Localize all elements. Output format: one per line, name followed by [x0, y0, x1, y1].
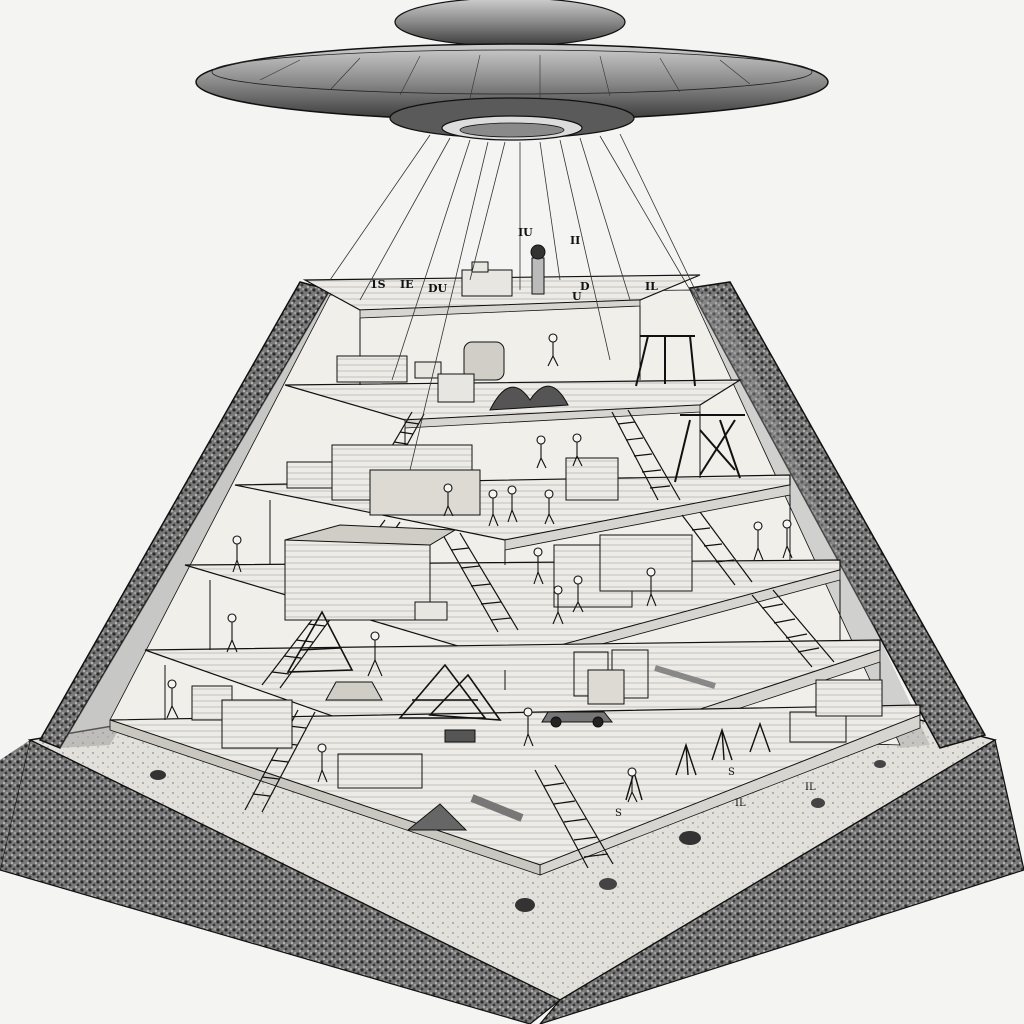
- label-s-2: S: [728, 767, 735, 778]
- log: [470, 794, 524, 822]
- pipe: [654, 665, 716, 689]
- ladder: [681, 511, 753, 586]
- stepped-base: [325, 681, 383, 701]
- worker-figure: [166, 679, 179, 719]
- workshop-building: [284, 539, 431, 621]
- label-il-top: IL: [645, 280, 658, 293]
- rock: [599, 878, 617, 890]
- scrap-pile: [489, 385, 569, 411]
- worker-figure: [226, 613, 238, 653]
- structures: [191, 244, 883, 831]
- rock: [150, 770, 166, 780]
- shelf: [599, 534, 693, 592]
- crate: [587, 669, 625, 705]
- ladder: [534, 764, 614, 869]
- label-ii: II: [570, 234, 580, 247]
- worker-figure: [507, 485, 518, 523]
- worker-figure: [443, 483, 454, 517]
- label-1s: 1S: [370, 278, 386, 291]
- scaffold: [674, 414, 745, 483]
- label-ie: IE: [400, 278, 414, 291]
- machine: [461, 269, 513, 297]
- ladder: [442, 532, 519, 633]
- label-iu: IU: [518, 226, 533, 239]
- ladder: [611, 409, 681, 501]
- crate: [789, 711, 847, 743]
- crate: [286, 461, 336, 489]
- drum: [463, 341, 505, 381]
- worker-figure: [367, 631, 383, 677]
- worker-figure: [782, 519, 793, 559]
- rock: [874, 760, 886, 768]
- worker-figure: [536, 435, 547, 469]
- crate: [565, 457, 619, 501]
- worker-figure: [488, 489, 499, 527]
- worker-figure: [627, 767, 638, 803]
- worker-figure: [317, 743, 328, 783]
- small-pyramid-model: [406, 803, 468, 831]
- worker-figure: [572, 433, 583, 467]
- frame: [286, 610, 354, 673]
- workers: [166, 333, 793, 803]
- worker-figure: [646, 567, 657, 607]
- label-d: D: [580, 280, 590, 293]
- worker-figure: [547, 333, 559, 367]
- rock: [679, 831, 701, 845]
- ufo: [195, 0, 829, 141]
- worker-figure: [552, 585, 564, 625]
- annotations: 1S IE DU U D IL IU II S IL IL S: [370, 226, 816, 819]
- label-il-ground: IL: [735, 798, 746, 809]
- rock: [811, 798, 825, 808]
- bench: [336, 355, 408, 383]
- truss: [398, 663, 502, 721]
- worker-figure: [232, 535, 242, 573]
- ufo-cables: [329, 133, 701, 471]
- label-s: S: [615, 808, 622, 819]
- ufo-dome: [394, 0, 626, 47]
- worker-figure: [533, 547, 544, 585]
- worker-figure: [544, 489, 555, 525]
- ladder: [751, 589, 835, 668]
- tower: [531, 257, 545, 295]
- worker-figure: [753, 521, 764, 561]
- worker-figure: [572, 575, 584, 613]
- label-du: DU: [428, 282, 448, 295]
- label-il-ground-2: IL: [805, 782, 816, 793]
- ladder: [261, 611, 335, 689]
- gantry: [635, 335, 696, 387]
- label-u: U: [572, 290, 582, 303]
- worker-figure: [523, 707, 534, 747]
- rock: [515, 898, 535, 912]
